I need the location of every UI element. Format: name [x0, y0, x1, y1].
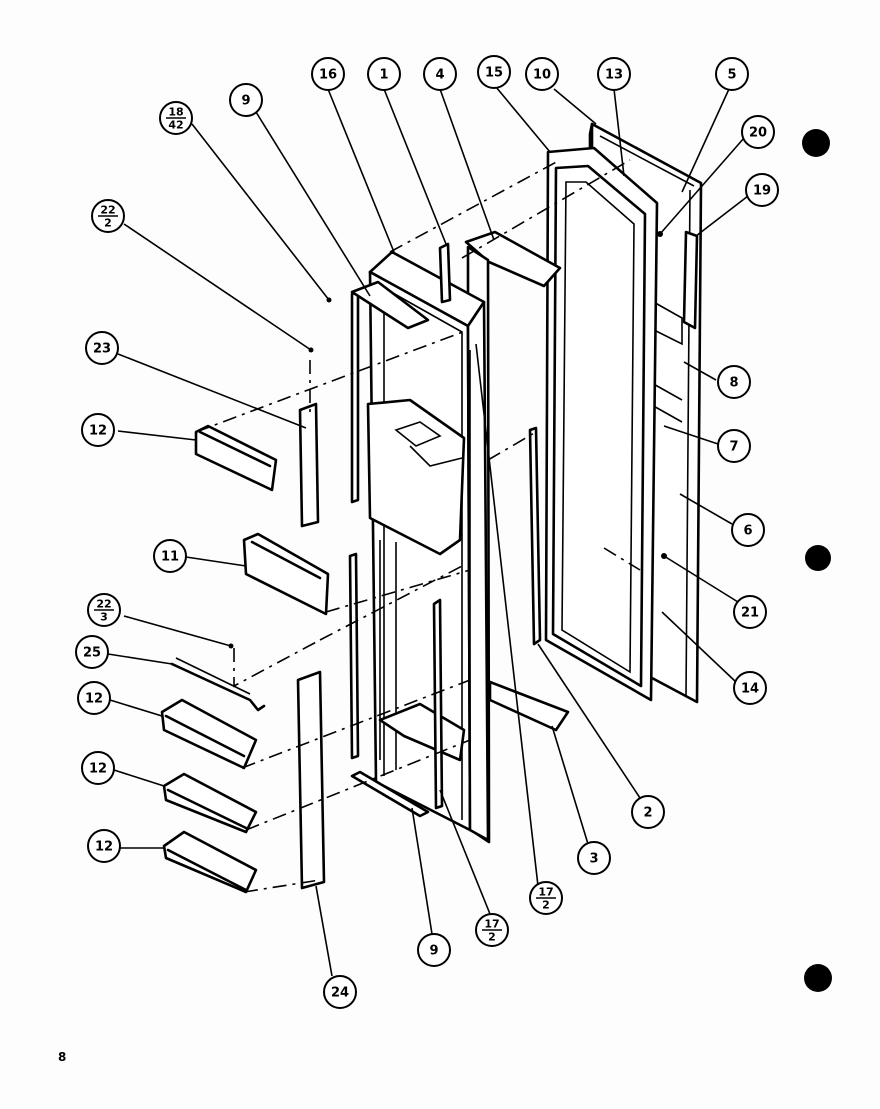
callout-6: 6 — [731, 513, 765, 547]
callout-quantity: 2 — [542, 899, 550, 912]
callout-12: 12 — [81, 751, 115, 785]
callout-number: 12 — [89, 424, 107, 439]
callout-number: 11 — [161, 550, 179, 565]
breaker-strip-23 — [298, 402, 320, 528]
door-shelf-bin-1 — [160, 698, 258, 770]
callout-quantity: 2 — [104, 217, 112, 230]
callout-8: 8 — [717, 365, 751, 399]
callout-quantity: 2 — [488, 931, 496, 944]
punch-hole-middle — [805, 545, 831, 571]
callout-number: 13 — [605, 68, 623, 83]
callout-number: 5 — [727, 68, 736, 83]
callout-4: 4 — [423, 57, 457, 91]
callout-number: 10 — [533, 68, 551, 83]
callout-9: 9 — [229, 83, 263, 117]
callout-5: 5 — [715, 57, 749, 91]
door-gasket — [544, 146, 659, 702]
callout-12: 12 — [81, 413, 115, 447]
callout-23: 23 — [85, 331, 119, 365]
callout-24: 24 — [323, 975, 357, 1009]
side-strip-upper — [350, 290, 360, 504]
callout-number: 25 — [83, 646, 101, 661]
shelf-retainer-25 — [170, 657, 266, 712]
breaker-strip-24 — [296, 670, 326, 890]
callout-12: 12 — [77, 681, 111, 715]
callout-number: 21 — [741, 606, 759, 621]
callout-2: 2 — [631, 795, 665, 829]
assembly-lines — [195, 159, 641, 893]
callout-number: 22 — [100, 204, 115, 217]
callout-22-3: 223 — [87, 593, 121, 627]
callout-7: 7 — [717, 429, 751, 463]
cabinet-frame — [366, 250, 490, 842]
callout-number: 14 — [741, 682, 759, 697]
callout-number: 9 — [241, 94, 250, 109]
callout-19: 19 — [745, 173, 779, 207]
callout-number: 3 — [589, 852, 598, 867]
door-shelf-11 — [242, 532, 330, 616]
top-rail — [350, 280, 430, 330]
callout-quantity: 42 — [168, 119, 183, 132]
callout-12: 12 — [87, 829, 121, 863]
callout-number: 12 — [85, 692, 103, 707]
callout-16: 16 — [311, 57, 345, 91]
bottom-rail — [350, 770, 430, 818]
callout-number: 4 — [435, 68, 444, 83]
callout-number: 16 — [319, 68, 337, 83]
door-shelf-top — [194, 424, 278, 492]
callout-13: 13 — [597, 57, 631, 91]
callout-10: 10 — [525, 57, 559, 91]
punch-hole-top — [802, 129, 830, 157]
callout-number: 8 — [729, 376, 738, 391]
callout-number: 23 — [93, 342, 111, 357]
callout-number: 20 — [749, 126, 767, 141]
callout-quantity: 3 — [100, 611, 108, 624]
callout-number: 17 — [484, 918, 499, 931]
door-shelf-bin-2 — [162, 772, 258, 834]
callout-number: 24 — [331, 986, 349, 1001]
trim-strip-2 — [528, 426, 542, 646]
callout-1: 1 — [367, 57, 401, 91]
callout-25: 25 — [75, 635, 109, 669]
callout-number: 9 — [429, 944, 438, 959]
callout-number: 7 — [729, 440, 738, 455]
callout-22-2: 222 — [91, 199, 125, 233]
door-shelf-bin-3 — [162, 830, 258, 894]
side-strip-right — [432, 598, 444, 810]
callout-14: 14 — [733, 671, 767, 705]
callout-number: 15 — [485, 66, 503, 81]
callout-9: 9 — [417, 933, 451, 967]
leader-lines — [107, 86, 749, 977]
callout-number: 22 — [96, 598, 111, 611]
upper-trim — [438, 242, 452, 304]
side-strip-lower — [348, 552, 360, 760]
callout-21: 21 — [733, 595, 767, 629]
callout-20: 20 — [741, 115, 775, 149]
callout-15: 15 — [477, 55, 511, 89]
callout-number: 12 — [89, 762, 107, 777]
callout-number: 6 — [743, 524, 752, 539]
callout-17-2: 172 — [529, 881, 563, 915]
punch-hole-bottom — [804, 964, 832, 992]
callout-number: 1 — [379, 68, 388, 83]
callout-number: 18 — [168, 106, 183, 119]
callout-number: 2 — [643, 806, 652, 821]
callout-number: 17 — [538, 886, 553, 899]
callout-11: 11 — [153, 539, 187, 573]
callout-3: 3 — [577, 841, 611, 875]
breaker-strip-3 — [488, 680, 570, 732]
callout-17-2: 172 — [475, 913, 509, 947]
page-number: 8 — [58, 1050, 67, 1064]
callout-number: 19 — [753, 184, 771, 199]
callout-number: 12 — [95, 840, 113, 855]
